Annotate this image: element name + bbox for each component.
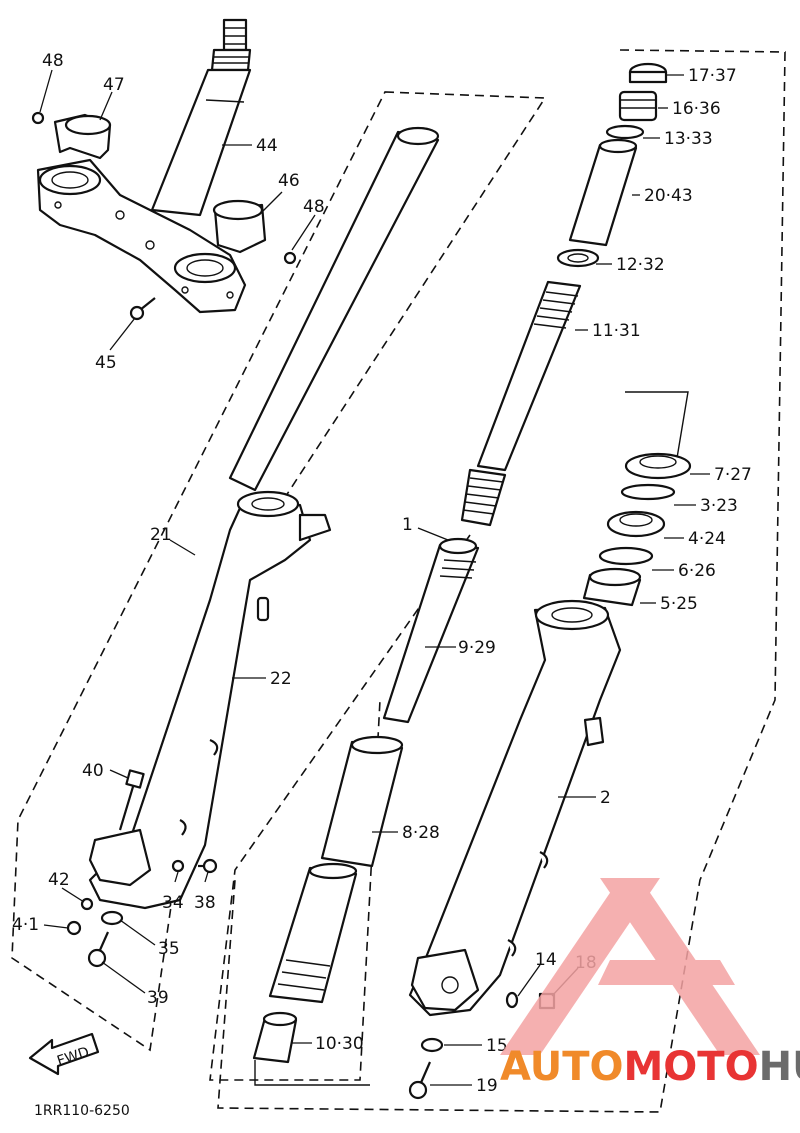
label-35: 35 [158, 939, 180, 959]
label-13-33: 13·33 [664, 129, 713, 149]
bolt-45 [129, 297, 156, 321]
label-46: 46 [278, 171, 300, 191]
cap-bolt-16-36 [618, 90, 658, 122]
washer-15 [420, 1037, 444, 1053]
label-6-26: 6·26 [678, 561, 716, 581]
label-39: 39 [147, 988, 169, 1008]
watermark-moto: MOTO [624, 1044, 759, 1090]
label-12-32: 12·32 [616, 255, 665, 275]
washer-34 [171, 859, 185, 873]
bracket-clamp-47 [53, 113, 112, 160]
automotohub-logo-icon [500, 878, 760, 1055]
label-38: 38 [194, 893, 216, 913]
label-21: 21 [150, 525, 172, 545]
piston-8-28 [320, 735, 404, 868]
dust-seal-7-27 [624, 452, 692, 480]
group-outline-left-fork [11, 91, 547, 1052]
bolt-40 [118, 769, 145, 831]
label-41: 4·1 [12, 915, 39, 935]
label-40: 40 [82, 761, 104, 781]
label-5-25: 5·25 [660, 594, 698, 614]
watermark-auto: AUTO [500, 1044, 624, 1090]
watermark-text: AUTOMOTOHUB [500, 1044, 800, 1090]
fork-spring-11-31 [476, 280, 582, 472]
nut-42 [80, 897, 94, 911]
label-20-43: 20·43 [644, 186, 693, 206]
leader-lines [39, 69, 710, 1086]
inner-tube-1 [228, 126, 440, 492]
bolt-39 [87, 931, 110, 968]
group-bracket-seals [625, 391, 689, 471]
label-16-36: 16·36 [672, 99, 721, 119]
label-19: 19 [476, 1076, 498, 1096]
label-22: 22 [270, 669, 292, 689]
label-7-27: 7·27 [714, 465, 752, 485]
steering-stem-44 [150, 18, 252, 217]
label-17-37: 17·37 [688, 66, 737, 86]
label-10-30: 10·30 [315, 1034, 364, 1054]
label-34: 34 [162, 893, 184, 913]
part-labels: 48 47 44 46 48 45 21 22 40 42 4·1 34 38 … [12, 51, 752, 1096]
outer-tube-right-2 [408, 599, 622, 1017]
washer-35 [100, 910, 124, 926]
bolt-48-top [31, 111, 45, 125]
bracket-clamp-46 [212, 199, 267, 254]
label-14: 14 [535, 950, 557, 970]
label-45: 45 [95, 353, 117, 373]
oil-lock-10-30 [252, 1011, 298, 1064]
group-outline-right-fork [217, 49, 786, 1113]
spacer-20-43 [568, 138, 638, 247]
label-11-31: 11·31 [592, 321, 641, 341]
cap-17-37 [628, 62, 668, 84]
slide-metal-5-25 [582, 567, 642, 607]
spring-seat-12-32 [556, 248, 600, 268]
oil-seal-4-24 [606, 510, 666, 538]
washer-14 [505, 991, 519, 1009]
label-47: 47 [103, 75, 125, 95]
label-4-24: 4·24 [688, 529, 726, 549]
group-bracket-inner-tube [254, 1060, 370, 1086]
bolt-48-right [283, 251, 297, 265]
label-42: 42 [48, 870, 70, 890]
label-44: 44 [256, 136, 278, 156]
fwd-arrow-icon: FWD [28, 1032, 100, 1076]
label-15: 15 [486, 1036, 508, 1056]
label-48-right: 48 [303, 197, 325, 217]
damper-rod-9-29 [382, 537, 480, 724]
bolt-19 [408, 1061, 432, 1100]
lower-bracket [36, 158, 247, 314]
fork-spring-lower [460, 468, 507, 527]
axle-holder-left [88, 828, 152, 887]
outer-tube-left-22 [88, 490, 332, 910]
inner-tube-lower [268, 862, 358, 1004]
group-outline-inner-tube [209, 534, 471, 1081]
label-2: 2 [600, 788, 611, 808]
label-48-top: 48 [42, 51, 64, 71]
label-1: 1 [402, 515, 413, 535]
watermark-hub: HUB [759, 1044, 800, 1090]
axle-holder-right [410, 948, 480, 1012]
label-3-23: 3·23 [700, 496, 738, 516]
label-9-29: 9·29 [458, 638, 496, 658]
washer-6-26 [598, 546, 654, 566]
diagram-code: 1RR110-6250 [34, 1103, 130, 1119]
clip-3-23 [620, 483, 676, 501]
o-ring-13-33 [605, 124, 645, 140]
label-8-28: 8·28 [402, 823, 440, 843]
bolt-38 [198, 858, 218, 874]
nut-41 [66, 920, 82, 936]
